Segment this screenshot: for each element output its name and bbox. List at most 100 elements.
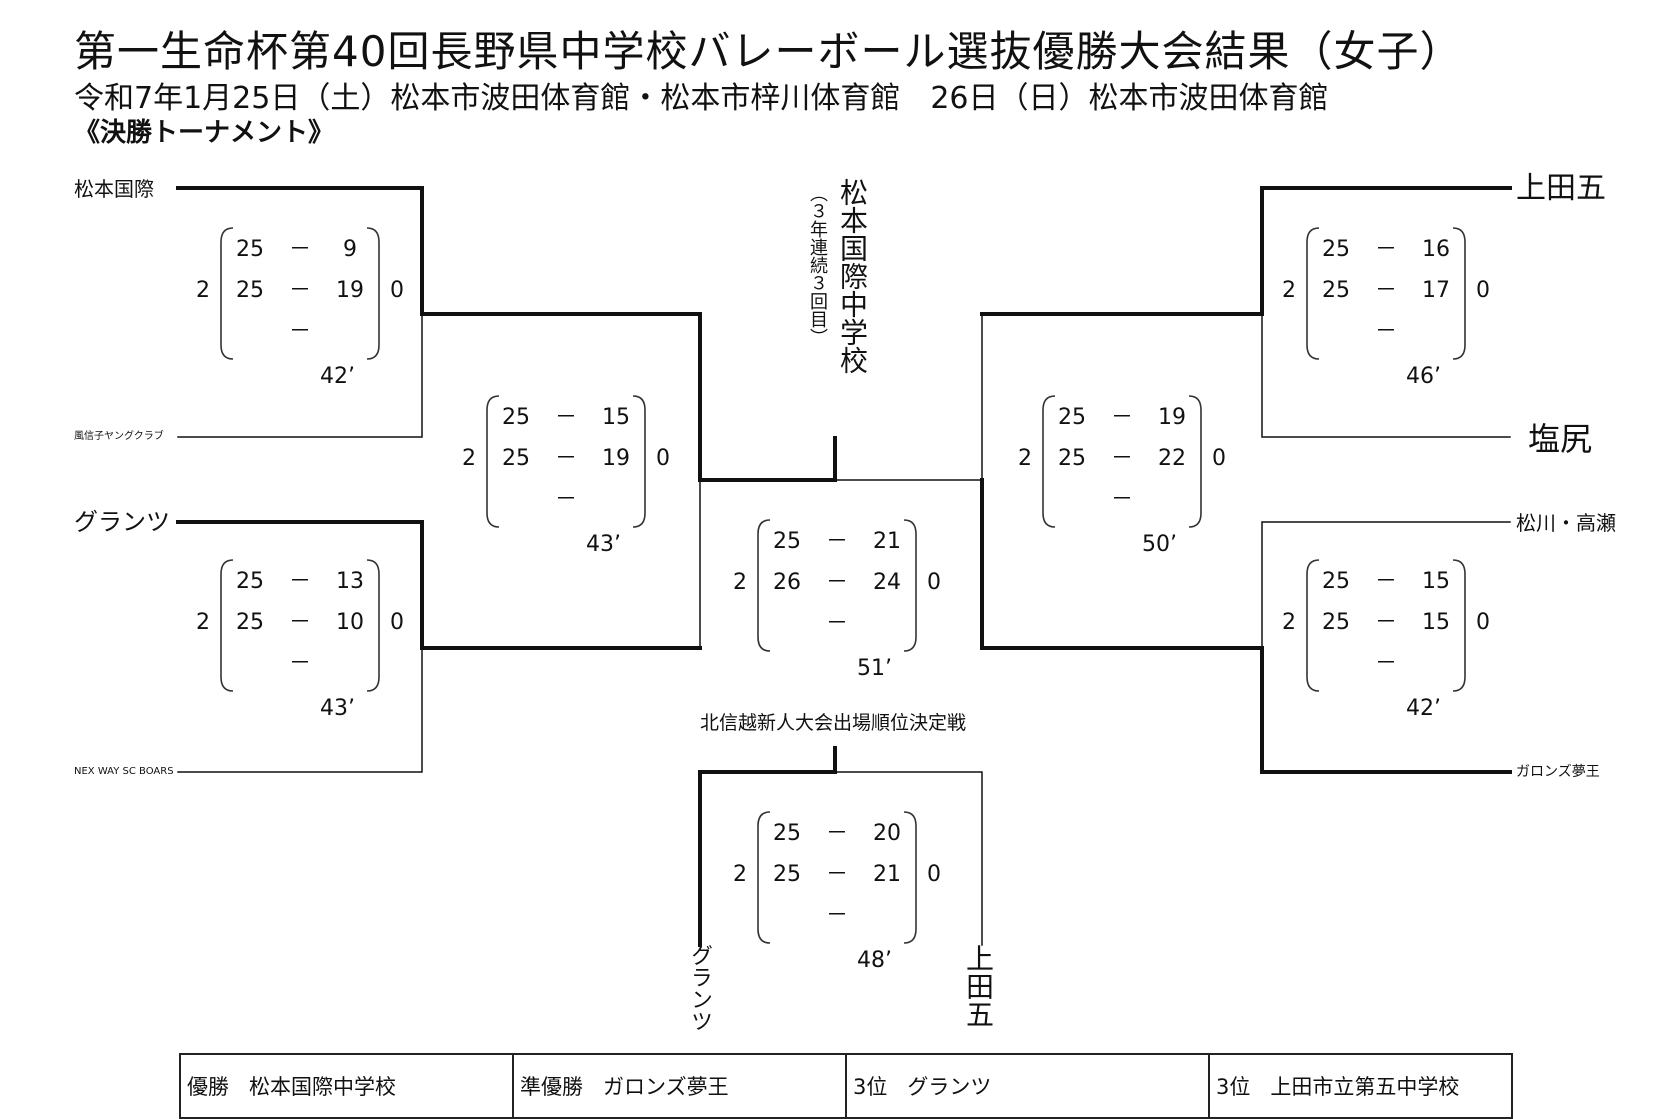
sets-won-right: 0	[1212, 446, 1226, 471]
results-table: 優勝 松本国際中学校 準優勝 ガロンズ夢王 3位 グランツ 3位 上田市立第五中…	[179, 1053, 1513, 1119]
sets-won-right: 0	[1476, 610, 1490, 635]
set-score-right: 15	[1422, 569, 1450, 594]
team-label-matsumoto-kokusai: 松本国際	[74, 177, 154, 201]
set-score-left: 25	[773, 529, 801, 554]
third-place-label: 北信越新人大会出場順位決定戦	[700, 712, 967, 734]
line-r-r1-top-loser	[1261, 313, 1511, 438]
score-paren-right	[903, 811, 917, 944]
sets-won-left: 2	[196, 610, 210, 635]
team-label-granz: グランツ	[74, 508, 170, 536]
score-paren-right	[632, 395, 646, 528]
set-score-right: 19	[1158, 405, 1186, 430]
set-score-left: 25	[502, 446, 530, 471]
match-duration: 42’	[320, 364, 355, 389]
score-paren-left	[1042, 395, 1056, 528]
sets-won-right: 0	[390, 278, 404, 303]
set-score-right: 19	[336, 278, 364, 303]
score-paren-left	[1306, 227, 1320, 360]
sets-won-left: 2	[733, 570, 747, 595]
set-dash: －	[1374, 278, 1397, 303]
set-dash: －	[1374, 569, 1397, 594]
team-label-garonz: ガロンズ夢王	[1516, 764, 1600, 780]
set-score-right: 24	[873, 570, 901, 595]
team-label-shiojiri: 塩尻	[1528, 420, 1593, 458]
score-paren-left	[220, 227, 234, 360]
score-paren-right	[366, 227, 380, 360]
set-score-left: 25	[1322, 278, 1350, 303]
match-duration: 43’	[320, 696, 355, 721]
set-score-right: 9	[343, 237, 357, 262]
score-paren-left	[757, 811, 771, 944]
sets-won-right: 0	[1476, 278, 1490, 303]
set-dash: －	[1374, 319, 1397, 344]
set-dash: －	[1374, 651, 1397, 676]
sets-won-left: 2	[1282, 278, 1296, 303]
match-duration: 46’	[1406, 364, 1441, 389]
set-score-right: 21	[873, 529, 901, 554]
event-subtitle: 令和7年1月25日（土）松本市波田体育館・松本市梓川体育館 26日（日）松本市波…	[74, 81, 1329, 116]
set-score-right: 13	[336, 569, 364, 594]
match-duration: 48’	[857, 948, 892, 973]
set-score-left: 25	[1322, 610, 1350, 635]
sets-won-left: 2	[733, 862, 747, 887]
set-score-left: 25	[236, 610, 264, 635]
score-paren-left	[1306, 559, 1320, 692]
sets-won-left: 2	[1282, 610, 1296, 635]
result-team: 松本国際中学校	[249, 1075, 397, 1099]
sets-won-left: 2	[1018, 446, 1032, 471]
result-team: 上田市立第五中学校	[1270, 1075, 1460, 1099]
result-team: ガロンズ夢王	[603, 1075, 729, 1099]
score-paren-left	[220, 559, 234, 692]
match-duration: 43’	[586, 532, 621, 557]
set-score-right: 15	[1422, 610, 1450, 635]
set-dash: －	[825, 821, 848, 846]
set-score-left: 26	[773, 570, 801, 595]
page-title: 第一生命杯第40回長野県中学校バレーボール選抜優勝大会結果（女子）	[74, 27, 1463, 76]
match-duration: 51’	[857, 656, 892, 681]
set-dash: －	[1110, 405, 1133, 430]
champion-note: （３年連続３回目）	[807, 184, 828, 346]
champion-name: 松本国際中学校	[836, 178, 869, 374]
line-l-r1-bot-winner	[176, 520, 702, 650]
team-label-matsukawa: 松川・高瀬	[1516, 511, 1616, 535]
set-score-right: 17	[1422, 278, 1450, 303]
set-dash: －	[825, 611, 848, 636]
set-dash: －	[554, 446, 577, 471]
result-cell: 優勝 松本国際中学校	[179, 1053, 514, 1119]
set-score-right: 15	[602, 405, 630, 430]
match-duration: 42’	[1406, 696, 1441, 721]
match-duration: 50’	[1142, 532, 1177, 557]
line-third-right	[834, 771, 983, 946]
set-dash: －	[1374, 610, 1397, 635]
set-dash: －	[825, 903, 848, 928]
set-score-left: 25	[236, 278, 264, 303]
result-team: グランツ	[907, 1075, 992, 1099]
sets-won-left: 2	[196, 278, 210, 303]
score-paren-left	[757, 519, 771, 652]
third-place-team-left: グランツ	[687, 944, 712, 1032]
score-paren-right	[1452, 227, 1466, 360]
score-paren-right	[1452, 559, 1466, 692]
set-score-left: 25	[1058, 405, 1086, 430]
result-cell: 3位 グランツ	[845, 1053, 1210, 1119]
sets-won-right: 0	[390, 610, 404, 635]
tournament-bracket	[176, 186, 1512, 947]
team-label-kazeshinko: 風信子ヤングクラブ	[74, 431, 164, 442]
set-score-right: 10	[336, 610, 364, 635]
sets-won-right: 0	[656, 446, 670, 471]
result-cell: 準優勝 ガロンズ夢王	[512, 1053, 847, 1119]
result-rank: 優勝	[187, 1075, 229, 1099]
set-dash: －	[825, 862, 848, 887]
line-l-r1-bot-loser	[177, 647, 423, 773]
set-dash: －	[825, 529, 848, 554]
team-label-nexway: NEX WAY SC BOARS	[74, 766, 174, 777]
set-dash: －	[288, 651, 311, 676]
set-score-left: 25	[236, 569, 264, 594]
section-label: 《決勝トーナメント》	[74, 118, 335, 148]
result-rank: 3位	[1216, 1075, 1251, 1099]
line-r-r1-bot-loser	[1261, 521, 1511, 649]
set-score-right: 21	[873, 862, 901, 887]
line-l-r1-top-loser	[177, 313, 423, 438]
set-score-right: 22	[1158, 446, 1186, 471]
team-label-ueda5: 上田五	[1516, 171, 1606, 206]
